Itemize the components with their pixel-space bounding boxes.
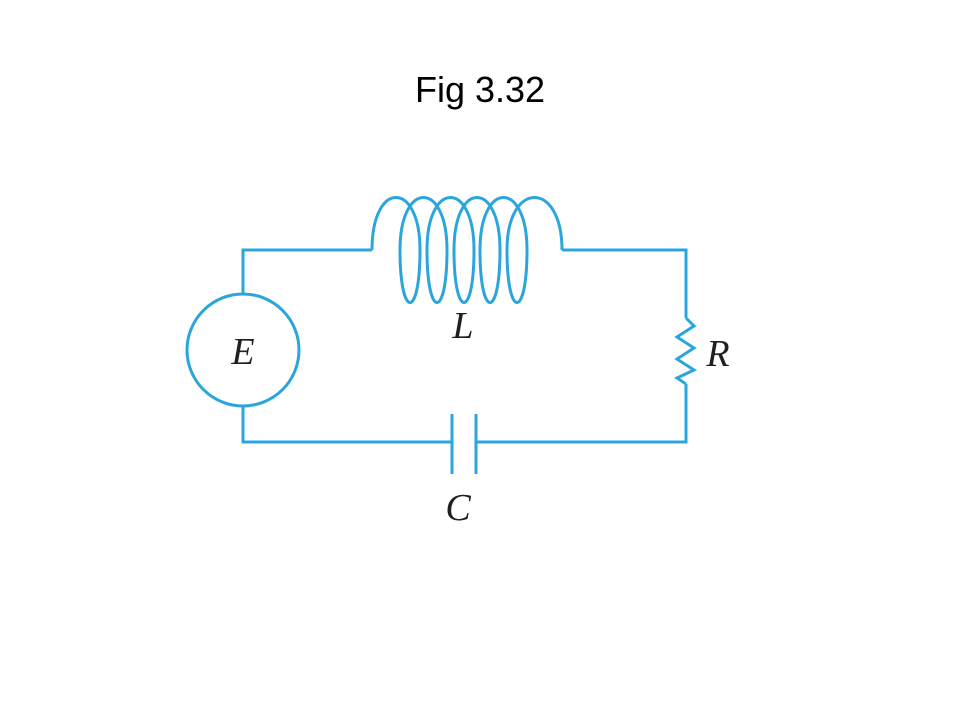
circuit-wires <box>241 248 688 444</box>
capacitor-label: C <box>445 487 471 529</box>
source-label: E <box>230 331 254 373</box>
resistor: R <box>673 316 730 386</box>
resistor-label: R <box>705 333 729 375</box>
wire-bottom-left <box>241 405 452 444</box>
inductor: L <box>370 196 564 347</box>
voltage-source: E <box>185 292 301 408</box>
resistor-zigzag <box>673 316 698 386</box>
inductor-label: L <box>451 305 473 347</box>
wire-bottom-right <box>476 384 688 444</box>
inductor-coil <box>370 196 564 304</box>
source-circle <box>185 292 301 408</box>
slide-title: Fig 3.32 <box>414 69 546 110</box>
capacitor: C <box>445 414 478 529</box>
wire-top-right <box>562 248 688 318</box>
wire-top-left <box>241 248 372 295</box>
